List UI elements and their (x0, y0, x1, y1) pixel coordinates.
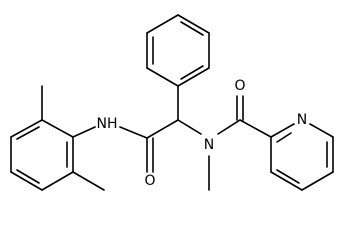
pyridine-ring (270, 123, 334, 191)
molecule-drawing: NH O N O N (10, 14, 334, 191)
bond-aryl-nh (72, 126, 96, 138)
bond-n-carbonyl2 (217, 119, 241, 135)
bond (146, 14, 179, 34)
atom-label-n-pyridine: N (297, 112, 307, 128)
double-bond (276, 169, 300, 184)
double-bond (16, 126, 40, 140)
bond (41, 119, 74, 138)
double-bond (276, 132, 292, 143)
structure-canvas: NH O N O N (10, 14, 334, 191)
methyl-bottom (72, 171, 105, 191)
bond-alpha-n (177, 119, 202, 135)
bond (309, 123, 334, 138)
bond (177, 67, 210, 87)
bond (41, 171, 74, 191)
bond (177, 14, 210, 34)
dimethylphenyl-ring (10, 119, 74, 191)
bond-nh-carbonyl (119, 126, 148, 139)
bond (146, 67, 179, 87)
bond-carbonyl-alpha (146, 119, 179, 139)
bond (10, 171, 43, 191)
bond (10, 119, 43, 138)
double-bond (180, 65, 204, 80)
atom-label-o: O (144, 173, 155, 189)
atom-label-n-amide: N (204, 137, 214, 153)
bond (270, 171, 303, 191)
double-bond (180, 21, 204, 36)
double-bond (16, 169, 40, 184)
bond (270, 123, 295, 138)
phenyl-ring (146, 14, 210, 87)
atom-label-nh: NH (97, 116, 118, 132)
bond-carbonyl2-pyridine (239, 119, 272, 138)
bond (301, 171, 334, 191)
atom-label-o-upper: O (234, 78, 245, 94)
